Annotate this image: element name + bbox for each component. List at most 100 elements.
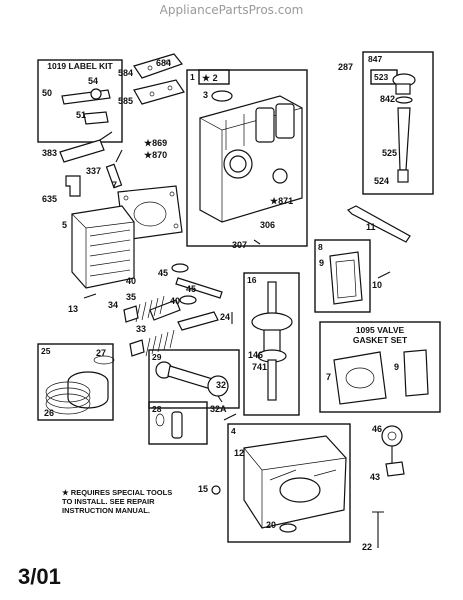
label-13: 13 — [68, 304, 79, 314]
label-46: 46 — [372, 424, 383, 434]
bolt-32A-part — [223, 413, 237, 421]
label-306: 306 — [260, 220, 276, 230]
spark-plug-part — [105, 149, 123, 189]
date-code: 3/01 — [18, 564, 61, 589]
bolt-13-part — [83, 293, 97, 299]
label-20: 20 — [266, 520, 277, 530]
label-51: 51 — [76, 110, 87, 120]
crankcase-block-part — [199, 95, 303, 223]
elbow-635-part — [65, 175, 81, 197]
label-9-gasket: 9 — [319, 258, 325, 268]
label-50: 50 — [42, 88, 53, 98]
footnote-line-3: INSTRUCTION MANUAL. — [62, 506, 150, 515]
label-287: 287 — [338, 62, 354, 72]
label-11: 11 — [366, 222, 376, 232]
valve-gasket-set-title-1: 1095 VALVE — [355, 325, 405, 335]
label-9-valve-gasket: 9 — [394, 362, 400, 372]
label-307: 307 — [232, 240, 248, 250]
label-870: ★870 — [144, 150, 168, 160]
crankshaft-part — [251, 281, 293, 401]
box-16-crankshaft — [243, 272, 300, 416]
label-40-upper: 40 — [126, 276, 137, 286]
special-tools-footnote: ★ REQUIRES SPECIAL TOOLS TO INSTALL. SEE… — [62, 488, 172, 515]
cylinder-head-5-part — [71, 205, 135, 289]
box-1-number: 1 — [190, 72, 195, 82]
box-25-piston — [37, 343, 114, 421]
bolt-22-part — [372, 511, 384, 548]
label-43: 43 — [370, 472, 381, 482]
box-8-number: 8 — [318, 242, 323, 252]
label-383: 383 — [42, 148, 58, 158]
label-146: 146 — [248, 350, 264, 360]
label-15: 15 — [198, 484, 209, 494]
label-7-head-gasket: 7 — [112, 180, 118, 190]
label-7-valve-gasket: 7 — [326, 372, 332, 382]
label-27: 27 — [96, 348, 107, 358]
box-25-number: 25 — [41, 346, 51, 356]
label-12: 12 — [234, 448, 245, 458]
bolt-307-part — [253, 239, 261, 245]
breather-tube-part — [61, 88, 111, 125]
gasket-8-part — [329, 251, 363, 305]
label-32A: 32A — [210, 404, 227, 414]
label-24: 24 — [220, 312, 231, 322]
gasket-set-parts — [333, 349, 429, 405]
box-847-number: 847 — [368, 54, 383, 64]
box-29-connecting-rod — [148, 349, 240, 409]
label-54: 54 — [88, 76, 99, 86]
box-4-number: 4 — [231, 426, 236, 436]
box-16-number: 16 — [247, 275, 257, 285]
label-525: 525 — [382, 148, 398, 158]
box-2-inner — [198, 69, 230, 85]
label-32: 32 — [216, 380, 227, 390]
gasket-585-part — [133, 79, 185, 105]
footnote-line-2: TO INSTALL. SEE REPAIR — [62, 497, 155, 506]
box-28-piston-pin — [148, 401, 208, 445]
label-45-lower: 45 — [186, 284, 197, 294]
label-842: 842 — [380, 94, 396, 104]
label-33: 33 — [136, 324, 147, 334]
label-kit-title: 1019 LABEL KIT — [47, 61, 113, 71]
dipstick-part — [392, 73, 416, 183]
valve-train-part — [123, 263, 223, 357]
box-523-number: 523 — [374, 72, 389, 82]
watermark: AppliancePartsPros.com — [159, 3, 304, 17]
footnote-line-1: ★ REQUIRES SPECIAL TOOLS — [62, 488, 173, 497]
label-45-upper: 45 — [158, 268, 169, 278]
label-524: 524 — [374, 176, 390, 186]
label-22: 22 — [362, 542, 373, 552]
label-585: 585 — [118, 96, 134, 106]
gasket-584-part — [133, 53, 183, 79]
label-34: 34 — [108, 300, 119, 310]
box-28-number: 28 — [152, 404, 162, 414]
seal-3-part — [211, 90, 233, 102]
box-29-number: 29 — [152, 352, 162, 362]
valve-gasket-set-title-2: GASKET SET — [352, 335, 408, 345]
label-584: 584 — [118, 68, 134, 78]
label-10: 10 — [372, 280, 383, 290]
box-1-crankcase — [186, 69, 308, 247]
label-2: ★ 2 — [202, 73, 218, 83]
label-40-lower: 40 — [170, 296, 181, 306]
box-1095-valve-gasket-set — [319, 321, 441, 413]
bolt-10-part — [377, 271, 391, 279]
piston-part — [67, 355, 115, 409]
label-869: ★869 — [144, 138, 168, 148]
piston-rings-part — [45, 381, 91, 415]
label-26: 26 — [44, 408, 55, 418]
label-741: 741 — [252, 362, 268, 372]
box-4-sump — [227, 423, 351, 543]
box-847-dipstick — [362, 51, 434, 195]
piston-pin-part — [155, 411, 183, 439]
air-tube-383-part — [59, 131, 113, 163]
label-5: 5 — [62, 220, 68, 230]
plug-15-part — [211, 485, 221, 495]
label-635: 635 — [42, 194, 58, 204]
box-8-gasket — [314, 239, 371, 313]
label-3: 3 — [203, 90, 209, 100]
sump-base-part — [243, 435, 347, 529]
seal-20-part — [279, 523, 297, 533]
label-684: 684 — [156, 58, 172, 68]
label-337: 337 — [86, 166, 102, 176]
